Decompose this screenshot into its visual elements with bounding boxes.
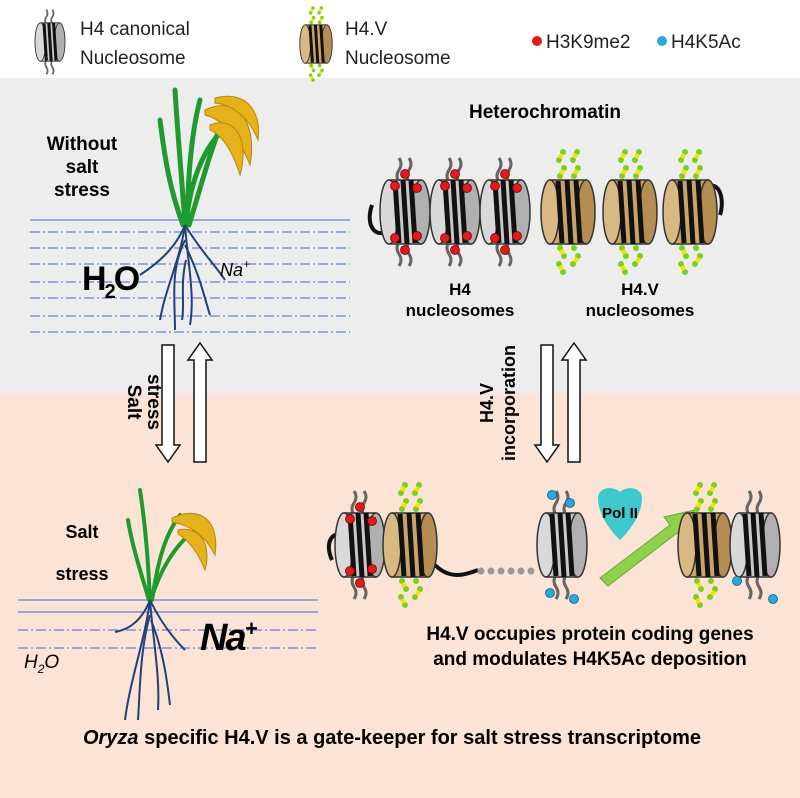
salt-stress-bottom-line2: stress: [55, 564, 108, 584]
salt-stress-line1: Salt: [123, 385, 144, 421]
bottom-h4-acetylated-nucleosome-2: [730, 489, 780, 604]
legend-variant-line2: Nucleosome: [345, 48, 451, 69]
incorporation-arrows: [533, 341, 588, 464]
na-label-top: Na+: [220, 257, 250, 280]
h4v-nucleosomes-line1: H4.V: [621, 280, 659, 299]
legend-blue-dot: [657, 36, 667, 46]
pol-ii-label: Pol II: [602, 505, 638, 522]
heterochromatin-title: Heterochromatin: [469, 102, 621, 123]
salt-stress-bottom-line1: Salt: [65, 522, 98, 542]
water-label-top: H2O: [82, 260, 140, 303]
bottom-h4-acetylated-nucleosome: [537, 489, 587, 604]
without-line3: stress: [54, 180, 110, 201]
legend-canonical-line1: H4 canonical: [80, 19, 190, 40]
caption-line2: and modulates H4K5Ac deposition: [433, 649, 747, 670]
incorporation-arrow-label: H4.V incorporation: [477, 345, 519, 461]
footer-caption: Oryza specific H4.V is a gate-keeper for…: [83, 727, 701, 749]
caption-line1: H4.V occupies protein coding genes: [426, 624, 753, 645]
salt-stress-line2: stress: [143, 374, 164, 430]
incorporation-line1: H4.V: [477, 383, 497, 423]
euchromatin-fiber: Pol II: [326, 482, 780, 608]
without-line1: Without: [47, 134, 118, 155]
legend-red-dot: [532, 36, 542, 46]
legend-canonical-line2: Nucleosome: [80, 48, 186, 69]
legend-mark-blue: H4K5Ac: [671, 32, 741, 53]
salt-stress-arrow-label: Salt stress: [123, 374, 164, 430]
water-label-bottom: H2O: [24, 652, 59, 676]
heterochromatin-fiber: [367, 149, 724, 275]
rice-plant-bottom: [114, 488, 217, 721]
legend-variant-line1: H4.V: [345, 19, 388, 40]
salt-stress-arrows: [154, 341, 214, 464]
h4v-nucleosomes-line2: nucleosomes: [586, 301, 695, 320]
ellipsis-dots: [477, 567, 535, 575]
without-line2: salt: [66, 157, 99, 178]
legend-panel: [0, 0, 800, 78]
h4-nucleosomes-line2: nucleosomes: [406, 301, 515, 320]
pol-ii-shape: [598, 488, 642, 540]
h4-nucleosomes-line1: H4: [449, 280, 471, 299]
incorporation-line2: incorporation: [499, 345, 519, 461]
rice-plant-top: [139, 87, 260, 331]
legend-mark-red: H3K9me2: [546, 32, 631, 53]
without-salt-label: Without salt stress: [47, 134, 118, 201]
